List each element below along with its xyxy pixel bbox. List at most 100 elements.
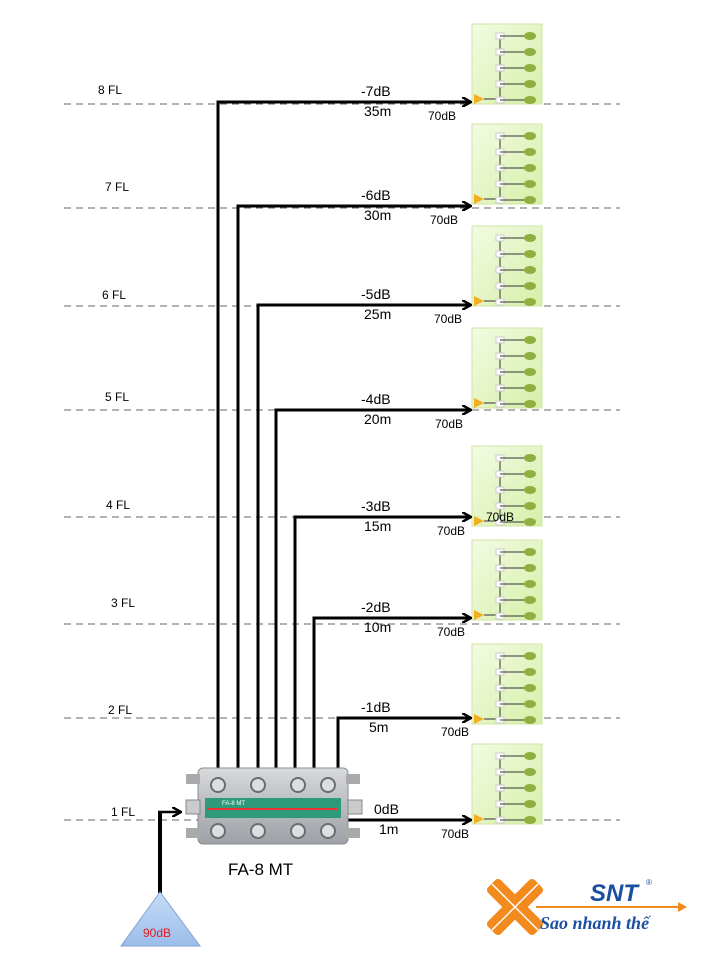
tv-outlet-icon bbox=[524, 580, 536, 588]
amplifier-icon bbox=[474, 194, 484, 204]
tv-outlet-icon bbox=[524, 768, 536, 776]
loss-label: -5dB bbox=[361, 286, 391, 302]
distance-label: 35m bbox=[364, 103, 391, 119]
amplifier-icon bbox=[474, 94, 484, 104]
logo-registered: ® bbox=[646, 878, 652, 887]
mount-tab bbox=[346, 828, 360, 838]
feed-line bbox=[216, 102, 470, 768]
distance-label: 20m bbox=[364, 411, 391, 427]
tv-outlet-icon bbox=[524, 652, 536, 660]
floor-2: 2 FL -1dB 5m 70dB bbox=[64, 643, 620, 768]
amplifier-icon bbox=[474, 814, 484, 824]
ports bbox=[210, 777, 336, 839]
tv-outlet-icon bbox=[524, 564, 536, 572]
distribution-panel bbox=[471, 225, 543, 307]
distribution-panel bbox=[471, 23, 543, 105]
source-level: 90dB bbox=[143, 926, 171, 940]
output-port bbox=[290, 823, 306, 839]
floor-label: 7 FL bbox=[105, 180, 129, 194]
output-level-label: 70dB bbox=[441, 725, 469, 739]
tv-outlet-icon bbox=[524, 266, 536, 274]
feed-line bbox=[336, 718, 470, 768]
splitter-device: FA-8 MT bbox=[185, 767, 363, 845]
distance-label: 1m bbox=[379, 821, 398, 837]
distance-label: 5m bbox=[369, 719, 388, 735]
tv-outlet-icon bbox=[524, 470, 536, 478]
amplifier-icon bbox=[474, 296, 484, 306]
distance-label: 10m bbox=[364, 619, 391, 635]
loss-label: -7dB bbox=[361, 83, 391, 99]
distribution-panel bbox=[471, 327, 543, 409]
tv-outlet-icon bbox=[524, 234, 536, 242]
tv-outlet-icon bbox=[524, 684, 536, 692]
output-level-label: 70dB bbox=[437, 625, 465, 639]
tv-outlet-icon bbox=[524, 352, 536, 360]
feed-line bbox=[236, 206, 470, 768]
loss-label: -3dB bbox=[361, 498, 391, 514]
tv-outlet-icon bbox=[524, 96, 536, 104]
tv-outlet-icon bbox=[524, 400, 536, 408]
tv-outlet-icon bbox=[524, 668, 536, 676]
floor-label: 5 FL bbox=[105, 390, 129, 404]
tv-outlet-icon bbox=[524, 32, 536, 40]
output-port bbox=[210, 823, 226, 839]
distribution-panel bbox=[471, 445, 543, 527]
floor-label: 2 FL bbox=[108, 703, 132, 717]
amplifier-icon bbox=[474, 714, 484, 724]
floor-5: 5 FL -4dB 20m 70dB bbox=[64, 327, 620, 768]
input-connector bbox=[185, 799, 201, 815]
distance-label: 25m bbox=[364, 306, 391, 322]
tv-outlet-icon bbox=[524, 784, 536, 792]
loss-label: -1dB bbox=[361, 699, 391, 715]
floor-label: 8 FL bbox=[98, 83, 122, 97]
output-port bbox=[210, 777, 226, 793]
loss-label: -2dB bbox=[361, 599, 391, 615]
tv-outlet-icon bbox=[524, 282, 536, 290]
loss-label: -4dB bbox=[361, 391, 391, 407]
loss-label: -6dB bbox=[361, 187, 391, 203]
output-level-label: 70dB bbox=[430, 213, 458, 227]
source-antenna-triangle bbox=[120, 891, 201, 947]
tv-outlet-icon bbox=[524, 180, 536, 188]
output-port bbox=[250, 777, 266, 793]
feed-line bbox=[274, 410, 470, 768]
panel-inner-level-label: 70dB bbox=[486, 510, 514, 524]
tv-outlet-icon bbox=[524, 548, 536, 556]
mount-tab bbox=[346, 774, 360, 784]
splitter-model-label: FA-8 MT bbox=[228, 860, 293, 879]
tv-outlet-icon bbox=[524, 148, 536, 156]
tv-outlet-icon bbox=[524, 298, 536, 306]
feed-line bbox=[293, 517, 470, 768]
loss-label: 0dB bbox=[374, 801, 399, 817]
floor-8: 8 FL -7dB 35m 70dB bbox=[64, 23, 620, 768]
output-level-label: 70dB bbox=[428, 109, 456, 123]
tv-outlet-icon bbox=[524, 700, 536, 708]
distribution-panel bbox=[471, 643, 543, 725]
logo-tagline: Sao nhanh thế bbox=[540, 913, 651, 933]
output-port bbox=[320, 777, 336, 793]
cross-icon bbox=[486, 878, 544, 936]
tv-outlet-icon bbox=[524, 502, 536, 510]
distance-label: 15m bbox=[364, 518, 391, 534]
output-level-label: 70dB bbox=[435, 417, 463, 431]
logo-arrow-head bbox=[678, 902, 687, 912]
output-port bbox=[250, 823, 266, 839]
tv-outlet-icon bbox=[524, 752, 536, 760]
tv-outlet-icon bbox=[524, 486, 536, 494]
snt-logo-graphic: SNT ® Sao nhanh thế bbox=[486, 878, 687, 936]
logo-brand: SNT bbox=[590, 880, 640, 907]
distribution-panel bbox=[471, 123, 543, 205]
floor-label: 6 FL bbox=[102, 288, 126, 302]
output-level-label: 70dB bbox=[441, 827, 469, 841]
output-port bbox=[320, 823, 336, 839]
distance-label: 30m bbox=[364, 207, 391, 223]
output-port bbox=[290, 777, 306, 793]
amplifier-icon bbox=[474, 516, 484, 526]
floor-7: 7 FL -6dB 30m 70dB bbox=[64, 123, 620, 768]
distribution-panel bbox=[471, 743, 543, 825]
